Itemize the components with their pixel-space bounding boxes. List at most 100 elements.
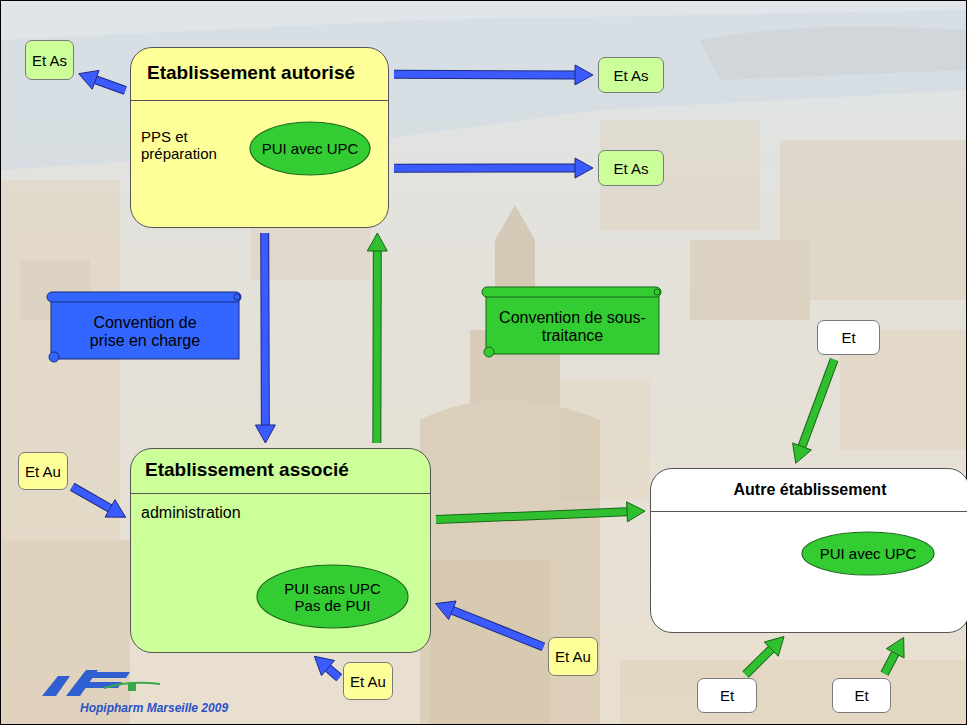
box-heading: Etablissement associé: [145, 459, 430, 481]
box-body: PPS et préparation: [141, 128, 241, 162]
node-text: Convention de sous-traitance: [498, 309, 648, 345]
establishment-tag: Et As: [25, 40, 74, 80]
arrow-outline: [802, 360, 834, 447]
scroll-roll: [47, 292, 241, 302]
node-text: Et: [854, 687, 868, 704]
establishment-box: Etablissement associé administrationPUI s…: [130, 448, 431, 653]
arrow-outline: [96, 80, 126, 91]
arrow-head: [255, 425, 275, 443]
hopipharm-logo: [42, 670, 160, 696]
arrow-shaft: [746, 649, 772, 674]
box-body: administration: [141, 504, 430, 522]
ellipse-shape: [250, 122, 370, 175]
node-text: PUI avec UPC: [820, 545, 917, 562]
scroll-curl: [654, 289, 660, 295]
arrow-shaft: [452, 610, 543, 647]
establishment-tag: Et: [817, 320, 880, 355]
scroll-body: [51, 298, 239, 359]
arrow-outline: [452, 610, 543, 647]
establishment-tag: Et: [832, 678, 891, 713]
heading-rule: [131, 493, 430, 494]
arrow-outline: [72, 487, 110, 509]
flow-arrow: [793, 360, 835, 464]
hills: [700, 27, 967, 80]
establishment-tag: Et Au: [18, 452, 68, 490]
flow-arrow: [367, 233, 387, 443]
node-text: Et As: [613, 67, 648, 84]
establishment-tag: Et As: [598, 57, 664, 93]
arrow-head: [793, 443, 812, 463]
arrow-outline: [394, 164, 575, 173]
flow-arrow: [436, 502, 645, 522]
ellipse-shape: [257, 565, 408, 628]
flow-arrow: [255, 233, 275, 443]
flow-arrow: [746, 637, 784, 675]
arrow-head: [79, 70, 99, 89]
arrow-head: [314, 656, 334, 675]
flow-arrow: [72, 487, 125, 517]
node-text: Et As: [32, 52, 67, 69]
arrow-outline: [328, 668, 339, 678]
arrow-head: [575, 158, 593, 178]
pharmacy-ellipse: PUI sans UPC Pas de PUI: [256, 564, 409, 629]
node-text: Et: [841, 329, 855, 346]
flow-arrow: [394, 65, 593, 85]
node-text: Convention de prise en charge: [78, 314, 213, 350]
node-text: PUI sans UPC Pas de PUI: [278, 580, 388, 614]
arrow-shaft: [394, 71, 575, 79]
arrow-shaft: [802, 360, 834, 447]
node-text: Et Au: [350, 673, 386, 690]
event-label: Hopipharm Marseille 2009: [80, 701, 228, 715]
arrow-shaft: [373, 251, 380, 443]
node-text: Et As: [613, 160, 648, 177]
arrow-outline: [746, 649, 772, 674]
arrow-outline: [436, 512, 627, 520]
arrow-head: [575, 65, 593, 85]
flow-arrow: [314, 656, 339, 677]
ellipse-shape: [802, 532, 934, 575]
arrow-outline: [884, 653, 895, 673]
box-heading: Etablissement autorisé: [147, 62, 388, 84]
arrow-head: [367, 233, 387, 251]
pharmacy-ellipse: PUI avec UPC: [249, 121, 371, 176]
scroll-roll: [482, 287, 661, 297]
arrow-shaft: [436, 512, 627, 520]
scroll-body: [486, 293, 659, 354]
scroll-curl: [234, 294, 240, 300]
arrow-shaft: [394, 165, 575, 172]
arrow-shaft: [72, 487, 110, 509]
heading-rule: [651, 511, 967, 512]
arrow-head: [764, 637, 784, 657]
node-text: Et Au: [555, 648, 591, 665]
convention-scroll: Convention de sous-traitance: [480, 285, 665, 360]
arrow-shaft: [884, 653, 895, 673]
arrow-head: [627, 502, 645, 522]
arrow-shaft: [96, 80, 126, 91]
arrow-outline: [260, 233, 270, 425]
establishment-box: Autre établissementPUI avec UPC: [650, 468, 967, 633]
establishment-tag: Et Au: [548, 637, 598, 676]
arrow-head: [436, 601, 456, 620]
convention-scroll: Convention de prise en charge: [45, 290, 245, 365]
establishment-box: Etablissement autoriséPPS et préparation…: [130, 47, 389, 228]
node-text: Et: [720, 687, 734, 704]
arrow-shaft: [261, 233, 269, 425]
arrow-head: [886, 637, 904, 658]
basilica: [420, 205, 600, 725]
scroll-curl: [484, 347, 494, 357]
arrow-outline: [394, 70, 575, 80]
flow-arrow: [884, 637, 904, 673]
box-heading: Autre établissement: [651, 481, 967, 499]
establishment-tag: Et: [697, 678, 757, 713]
flow-arrow: [436, 601, 544, 647]
scroll-curl: [49, 352, 59, 362]
arrow-shaft: [328, 668, 339, 678]
establishment-tag: Et As: [598, 150, 664, 186]
node-text: Et Au: [25, 463, 61, 480]
flow-arrow: [394, 158, 593, 178]
node-text: PUI avec UPC: [262, 140, 359, 157]
flow-arrow: [79, 70, 126, 90]
arrow-head: [105, 500, 126, 518]
establishment-tag: Et Au: [343, 662, 393, 700]
